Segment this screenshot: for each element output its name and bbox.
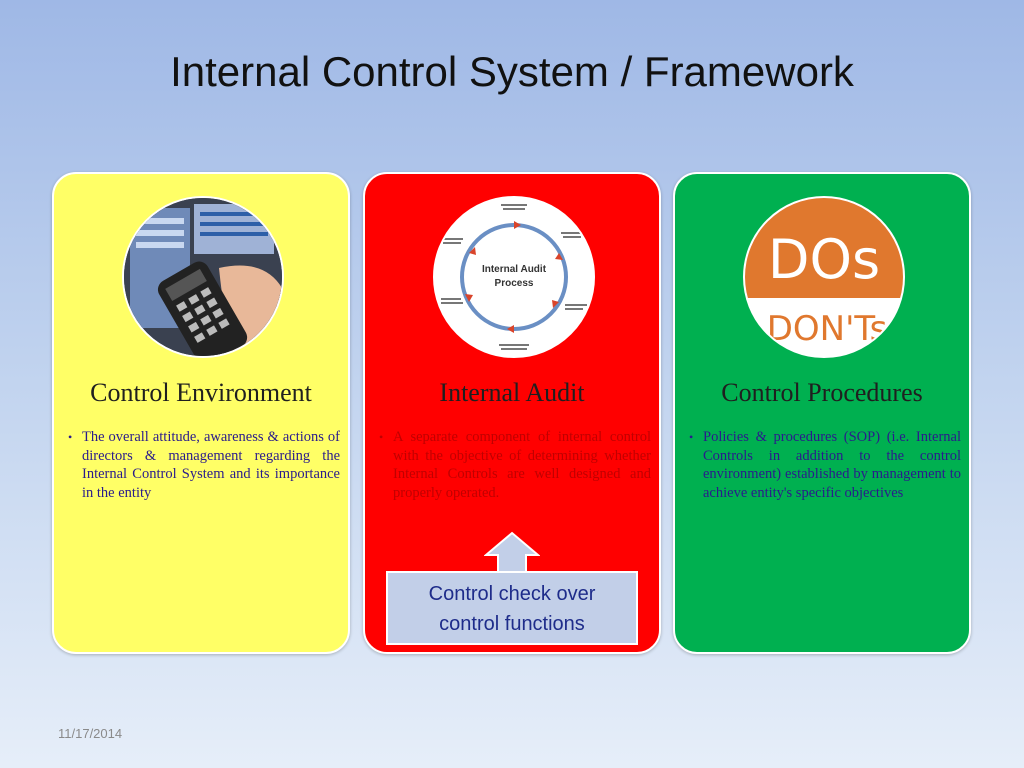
slide-title: Internal Control System / Framework — [170, 48, 854, 95]
callout-line-2: control functions — [439, 613, 585, 635]
callout-line-1: Control check over — [428, 583, 596, 605]
audit-cycle-diagram-icon: Internal Audit Process — [433, 196, 595, 358]
card-description: • A separate component of internal contr… — [379, 428, 651, 502]
card-description-text: A separate component of internal control… — [393, 429, 651, 501]
dos-text: DOs — [768, 228, 880, 291]
diagram-center-label-2: Process — [495, 278, 534, 289]
bullet: • — [379, 430, 384, 444]
card-description-text: Policies & procedures (SOP) (i.e. Intern… — [703, 429, 961, 501]
control-procedures-card: DOs DON'Ts Control Procedures • Policies… — [673, 172, 971, 654]
slide-date: 11/17/2014 — [58, 726, 123, 741]
control-environment-card: Control Environment • The overall attitu… — [52, 172, 350, 654]
card-heading: Control Environment — [90, 378, 312, 407]
control-check-callout: Control check over control functions — [386, 571, 638, 645]
card-description-text: The overall attitude, awareness & action… — [82, 429, 340, 501]
card-description: • Policies & procedures (SOP) (i.e. Inte… — [689, 428, 961, 502]
card-heading: Control Procedures — [721, 378, 923, 407]
bullet: • — [68, 430, 73, 444]
diagram-center-label: Internal Audit — [482, 264, 547, 275]
bullet: • — [689, 430, 694, 444]
remote-control-photo-icon — [122, 196, 284, 358]
card-heading: Internal Audit — [439, 378, 585, 407]
donts-text: DON'Ts — [767, 309, 888, 349]
card-description: • The overall attitude, awareness & acti… — [68, 428, 340, 502]
dos-donts-icon: DOs DON'Ts — [743, 196, 905, 358]
up-arrow-icon — [484, 531, 540, 573]
